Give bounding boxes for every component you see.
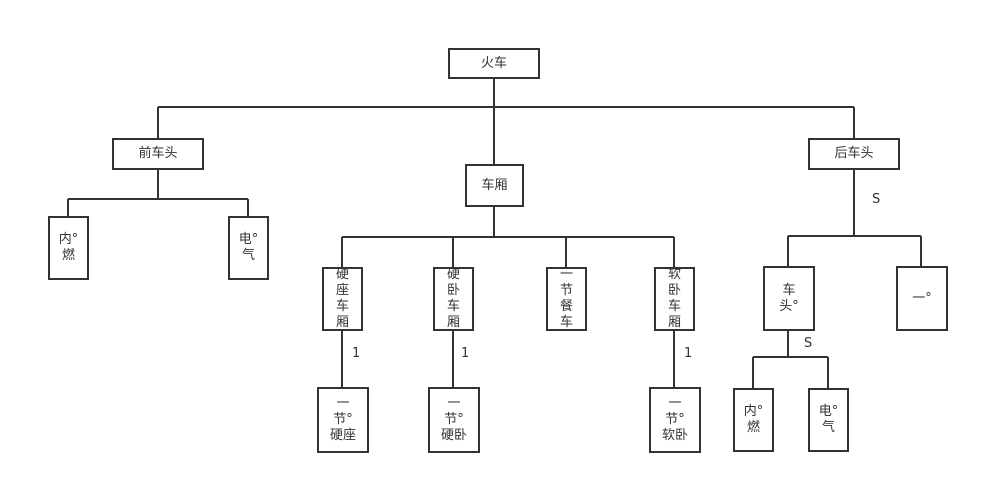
node-text-line: 火车 [480,55,507,71]
connector [752,330,829,388]
node-text-line: 硬 [446,267,460,282]
node-text-line: 前车头 [138,146,178,161]
node-text-line: 节° [333,412,353,427]
node-text-line: 头° [779,298,799,314]
node-text-line: 一 [668,396,682,411]
node-hard-sleeper[interactable]: 硬卧车厢 [433,267,474,331]
node-rear-one[interactable]: 一° [896,266,948,331]
node-soft-sleeper[interactable]: 软卧车厢 [654,267,695,331]
node-text-line: 一 [447,396,461,411]
connector [341,330,675,387]
node-text-line: 车厢 [481,177,508,193]
node-text-line: 后车头 [834,146,874,161]
node-text-line: 厢 [446,315,460,330]
node-text-line: 燃 [746,420,760,435]
node-text-line: 卧 [446,283,460,298]
node-text-line: 内° [743,404,764,419]
node-text-line: 节° [444,412,464,427]
node-dining[interactable]: 一节餐车 [546,267,587,331]
node-one-soft-sleeper[interactable]: 一节°软卧 [649,387,701,453]
connector [787,169,922,266]
node-text-line: 气 [821,420,835,435]
node-rear-head[interactable]: 后车头 [808,138,900,170]
node-text-line: 车 [446,299,460,314]
node-text-line: 车 [667,299,681,314]
edge-label: S [872,192,881,207]
node-carriage[interactable]: 车厢 [465,164,524,207]
node-text-line: 座 [335,283,349,298]
node-text-line: 燃 [61,248,75,263]
node-root[interactable]: 火车 [448,48,540,79]
node-one-hard-sleeper[interactable]: 一节°硬卧 [428,387,480,453]
node-text-line: 硬卧 [440,428,467,443]
node-text-line: 软 [667,267,681,282]
node-front-diesel[interactable]: 内°燃 [48,216,89,280]
node-text-line: 厢 [667,315,681,330]
node-text-line: 卧 [667,283,681,298]
node-text-line: 电° [238,232,259,247]
node-text-line: 硬 [335,267,349,282]
node-text-line: 节 [559,283,573,298]
edge-label: 1 [684,346,693,361]
connector [157,78,855,164]
node-text-line: 一 [336,396,350,411]
node-one-hard-seat[interactable]: 一节°硬座 [317,387,369,453]
node-rear-diesel[interactable]: 内°燃 [733,388,774,452]
node-rear-loco[interactable]: 车头° [763,266,815,331]
edge-label: S [804,336,813,351]
node-text-line: 节° [665,412,685,427]
edge-label: 1 [461,346,470,361]
node-text-line: 气 [241,248,255,263]
node-text-line: 餐 [559,299,573,314]
node-text-line: 厢 [335,315,349,330]
node-text-line: 车 [559,315,573,330]
edge-label: 1 [352,346,361,361]
node-hard-seat[interactable]: 硬座车厢 [322,267,363,331]
node-text-line: 一 [559,267,573,282]
node-text-line: 车 [782,282,796,298]
node-text-line: 一° [912,290,932,306]
node-front-electric[interactable]: 电°气 [228,216,269,280]
connector [67,169,249,216]
connector [341,206,675,267]
node-text-line: 硬座 [329,428,356,443]
node-text-line: 电° [818,404,839,419]
node-rear-electric[interactable]: 电°气 [808,388,849,452]
node-front-head[interactable]: 前车头 [112,138,204,170]
node-text-line: 车 [335,299,349,314]
node-text-line: 内° [58,232,79,247]
node-text-line: 软卧 [661,428,688,443]
